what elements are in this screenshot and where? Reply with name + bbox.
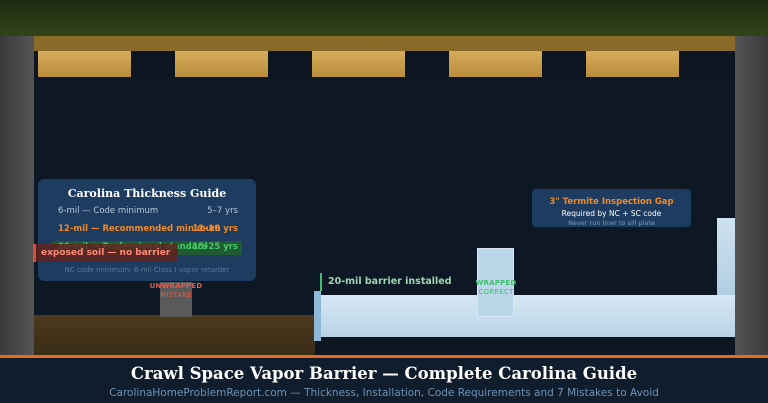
wrapped-pier-label: WRAPPED CORRECT [466,279,526,297]
thickness-row-value: 15–25 yrs [192,242,238,252]
page-subtitle: CarolinaHomeProblemReport.com — Thicknes… [109,387,659,399]
floor-joist [175,51,268,77]
thickness-row: 12-mil — Recommended minimum 12–18 yrs [58,224,238,234]
unwrapped-pier-label: UNWRAPPED MISTAKE [146,282,206,300]
floor-joist [312,51,405,77]
exposed-soil [34,315,315,355]
wrapped-label-line1: WRAPPED [475,279,517,287]
thickness-row: 6-mil — Code minimum 5–7 yrs [58,206,238,216]
footer-banner: Crawl Space Vapor Barrier — Complete Car… [0,355,768,403]
sill-plate [34,36,735,51]
wrapped-pier [477,248,514,317]
thickness-row-value: 5–7 yrs [207,206,238,216]
thickness-row-label: 12-mil — Recommended minimum [58,224,221,234]
thickness-row-label: 6-mil — Code minimum [58,206,159,216]
thickness-guide-footnote: NC code minimum: 6-mil Class I vapor ret… [64,266,230,274]
thickness-guide-panel: Carolina Thickness Guide 6-mil — Code mi… [38,179,256,281]
unwrapped-label-line1: UNWRAPPED [149,282,203,290]
exposed-soil-callout: exposed soil — no barrier [33,244,179,262]
termite-gap-title: 3" Termite Inspection Gap [549,197,674,207]
termite-gap-subtitle: Required by NC + SC code [561,209,662,218]
termite-gap-panel: 3" Termite Inspection Gap Required by NC… [532,189,691,227]
unwrapped-pier [160,282,192,317]
foundation-wall-right [735,36,768,356]
unwrapped-label-line2: MISTAKE [160,291,192,299]
barrier-seam [314,291,321,341]
barrier-installed-callout: 20-mil barrier installed [320,273,452,291]
exterior-ground [0,0,768,36]
barrier-wall-run-up [717,218,735,295]
vapor-barrier [318,295,735,337]
termite-gap-note: Never run liner to sill plate [568,219,655,227]
floor-joist [38,51,131,77]
thickness-row-value: 12–18 yrs [192,224,238,234]
floor-joist [586,51,679,77]
page-title: Crawl Space Vapor Barrier — Complete Car… [130,364,638,383]
foundation-wall-left [0,36,34,356]
thickness-guide-title: Carolina Thickness Guide [67,187,227,200]
floor-joist [449,51,542,77]
wrapped-label-line2: CORRECT [478,288,514,296]
